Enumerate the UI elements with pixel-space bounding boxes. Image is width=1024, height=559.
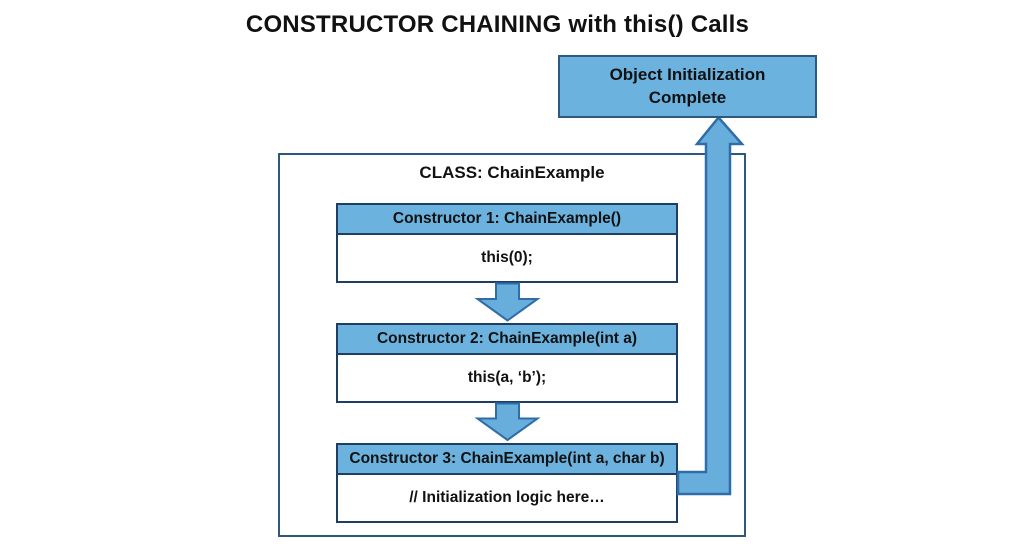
object-init-complete-line1: Object Initialization <box>609 64 766 84</box>
constructor-1-header: Constructor 1: ChainExample() <box>338 205 676 235</box>
constructor-1-box: Constructor 1: ChainExample() this(0); <box>336 203 678 283</box>
diagram-title: CONSTRUCTOR CHAINING with this() Calls <box>245 11 750 38</box>
object-init-complete-line2: Complete <box>648 87 727 107</box>
class-title: CLASS: ChainExample <box>419 163 605 182</box>
constructor-3-body: // Initialization logic here… <box>338 475 676 521</box>
constructor-3-box: Constructor 3: ChainExample(int a, char … <box>336 443 678 523</box>
constructor-3-header: Constructor 3: ChainExample(int a, char … <box>338 445 676 475</box>
constructor-2-body: this(a, ‘b’); <box>338 355 676 401</box>
object-init-complete-box: Object Initialization Complete <box>558 55 817 118</box>
constructor-1-body: this(0); <box>338 235 676 281</box>
constructor-2-header: Constructor 2: ChainExample(int a) <box>338 325 676 355</box>
constructor-2-box: Constructor 2: ChainExample(int a) this(… <box>336 323 678 403</box>
